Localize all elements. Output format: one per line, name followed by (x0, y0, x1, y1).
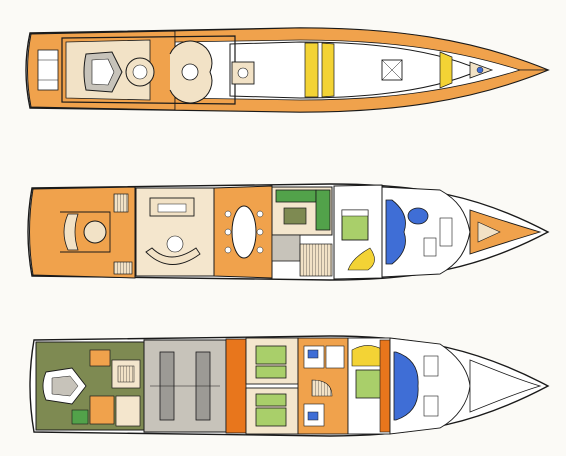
sun-deck-windshield-band (439, 51, 453, 89)
main-deck-bow-foredeck (469, 209, 542, 255)
main-deck-stair-core (271, 234, 301, 262)
lower-deck-bulkhead (225, 338, 247, 434)
main-deck-bathtub (407, 207, 429, 225)
main-deck-plan (27, 183, 550, 281)
main-deck-aft-cockpit (29, 186, 136, 279)
lower-deck-plan (29, 335, 550, 437)
sun-deck-hardtop-arch (61, 35, 236, 105)
sun-deck-side-walkway-starboard (174, 69, 549, 113)
main-deck-dining-table (231, 205, 257, 259)
main-deck-salon-curved-sofa (145, 247, 201, 265)
sun-deck-plan (25, 27, 550, 113)
main-deck-aft-table (83, 220, 107, 244)
sun-deck-windshield-band (304, 42, 319, 98)
main-deck-aft-stairs (113, 193, 129, 213)
lower-deck-bow-void (469, 359, 542, 413)
sun-deck-windshield-band (321, 42, 335, 98)
